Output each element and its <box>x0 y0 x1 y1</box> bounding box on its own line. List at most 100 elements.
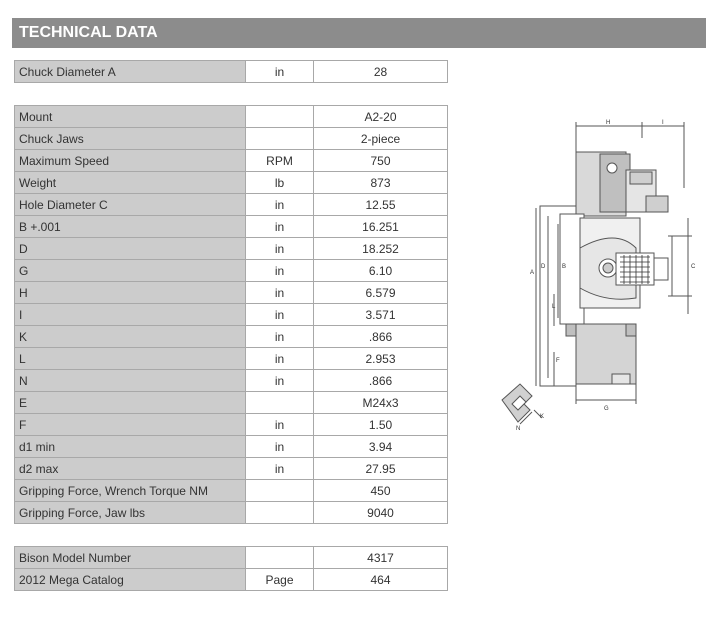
row-value: 873 <box>313 171 448 194</box>
row-unit: in <box>245 237 314 260</box>
label-b: B <box>562 264 566 270</box>
row-label: H <box>14 281 246 304</box>
row-unit: in <box>245 60 314 83</box>
chuck-technical-drawing: H I A D B L C F G N K <box>501 120 696 432</box>
row-value: M24x3 <box>313 391 448 414</box>
row-unit: RPM <box>245 149 314 172</box>
table-row: Mount A2-20 <box>14 105 448 128</box>
row-value: 1.50 <box>313 413 448 436</box>
row-unit: in <box>245 281 314 304</box>
model-info-table: Bison Model Number 4317 2012 Mega Catalog… <box>14 546 448 591</box>
header-title: TECHNICAL DATA <box>19 24 158 41</box>
row-value: .866 <box>313 325 448 348</box>
label-c: C <box>691 264 696 270</box>
row-value: 16.251 <box>313 215 448 238</box>
row-value: 4317 <box>313 546 448 569</box>
row-label: L <box>14 347 246 370</box>
row-unit: in <box>245 259 314 282</box>
row-value: 450 <box>313 479 448 502</box>
row-label: Chuck Diameter A <box>14 60 246 83</box>
row-unit: in <box>245 303 314 326</box>
label-f: F <box>556 358 560 364</box>
row-value: A2-20 <box>313 105 448 128</box>
row-label: Maximum Speed <box>14 149 246 172</box>
row-label: Gripping Force, Wrench Torque NM <box>14 479 246 502</box>
row-value: 12.55 <box>313 193 448 216</box>
row-unit <box>245 127 314 150</box>
row-label: B +.001 <box>14 215 246 238</box>
row-unit: in <box>245 325 314 348</box>
row-value: 9040 <box>313 501 448 524</box>
row-label: d2 max <box>14 457 246 480</box>
table-row: E M24x3 <box>14 391 448 414</box>
label-a: A <box>530 270 534 276</box>
row-label: Weight <box>14 171 246 194</box>
row-value: .866 <box>313 369 448 392</box>
label-i: I <box>662 120 664 126</box>
row-label: K <box>14 325 246 348</box>
row-label: Mount <box>14 105 246 128</box>
row-value: 28 <box>313 60 448 83</box>
row-value: 750 <box>313 149 448 172</box>
label-g: G <box>604 406 609 412</box>
label-n: N <box>516 426 520 432</box>
row-value: 2.953 <box>313 347 448 370</box>
row-unit: in <box>245 347 314 370</box>
table-row: Bison Model Number 4317 <box>14 546 448 569</box>
technical-data-header: TECHNICAL DATA <box>12 18 706 48</box>
row-label: E <box>14 391 246 414</box>
row-label: 2012 Mega Catalog <box>14 568 246 591</box>
row-unit <box>245 546 314 569</box>
row-label: Hole Diameter C <box>14 193 246 216</box>
table-row: Chuck Diameter A in 28 <box>14 60 448 83</box>
table-row: Gripping Force, Jaw lbs 9040 <box>14 501 448 524</box>
label-l: L <box>552 304 556 310</box>
row-value: 18.252 <box>313 237 448 260</box>
row-label: Chuck Jaws <box>14 127 246 150</box>
row-unit <box>245 501 314 524</box>
table-row: Gripping Force, Wrench Torque NM 450 <box>14 479 448 502</box>
row-label: d1 min <box>14 435 246 458</box>
row-unit <box>245 391 314 414</box>
row-unit: in <box>245 193 314 216</box>
specifications-table: Mount A2-20 Chuck Jaws 2-piece Maximum Spe… <box>14 105 448 524</box>
row-label: D <box>14 237 246 260</box>
row-value: 464 <box>313 568 448 591</box>
row-unit: in <box>245 215 314 238</box>
label-d: D <box>541 264 546 270</box>
row-value: 6.579 <box>313 281 448 304</box>
row-unit <box>245 479 314 502</box>
row-unit <box>245 105 314 128</box>
row-label: N <box>14 369 246 392</box>
table-row: Chuck Jaws 2-piece <box>14 127 448 150</box>
row-unit: in <box>245 413 314 436</box>
row-value: 6.10 <box>313 259 448 282</box>
row-label: Bison Model Number <box>14 546 246 569</box>
row-unit: Page <box>245 568 314 591</box>
row-label: I <box>14 303 246 326</box>
row-value: 3.94 <box>313 435 448 458</box>
row-unit: in <box>245 369 314 392</box>
row-unit: lb <box>245 171 314 194</box>
chuck-diameter-table: Chuck Diameter A in 28 <box>14 60 448 83</box>
row-label: Gripping Force, Jaw lbs <box>14 501 246 524</box>
row-value: 2-piece <box>313 127 448 150</box>
label-h: H <box>606 120 610 126</box>
row-value: 3.571 <box>313 303 448 326</box>
row-value: 27.95 <box>313 457 448 480</box>
